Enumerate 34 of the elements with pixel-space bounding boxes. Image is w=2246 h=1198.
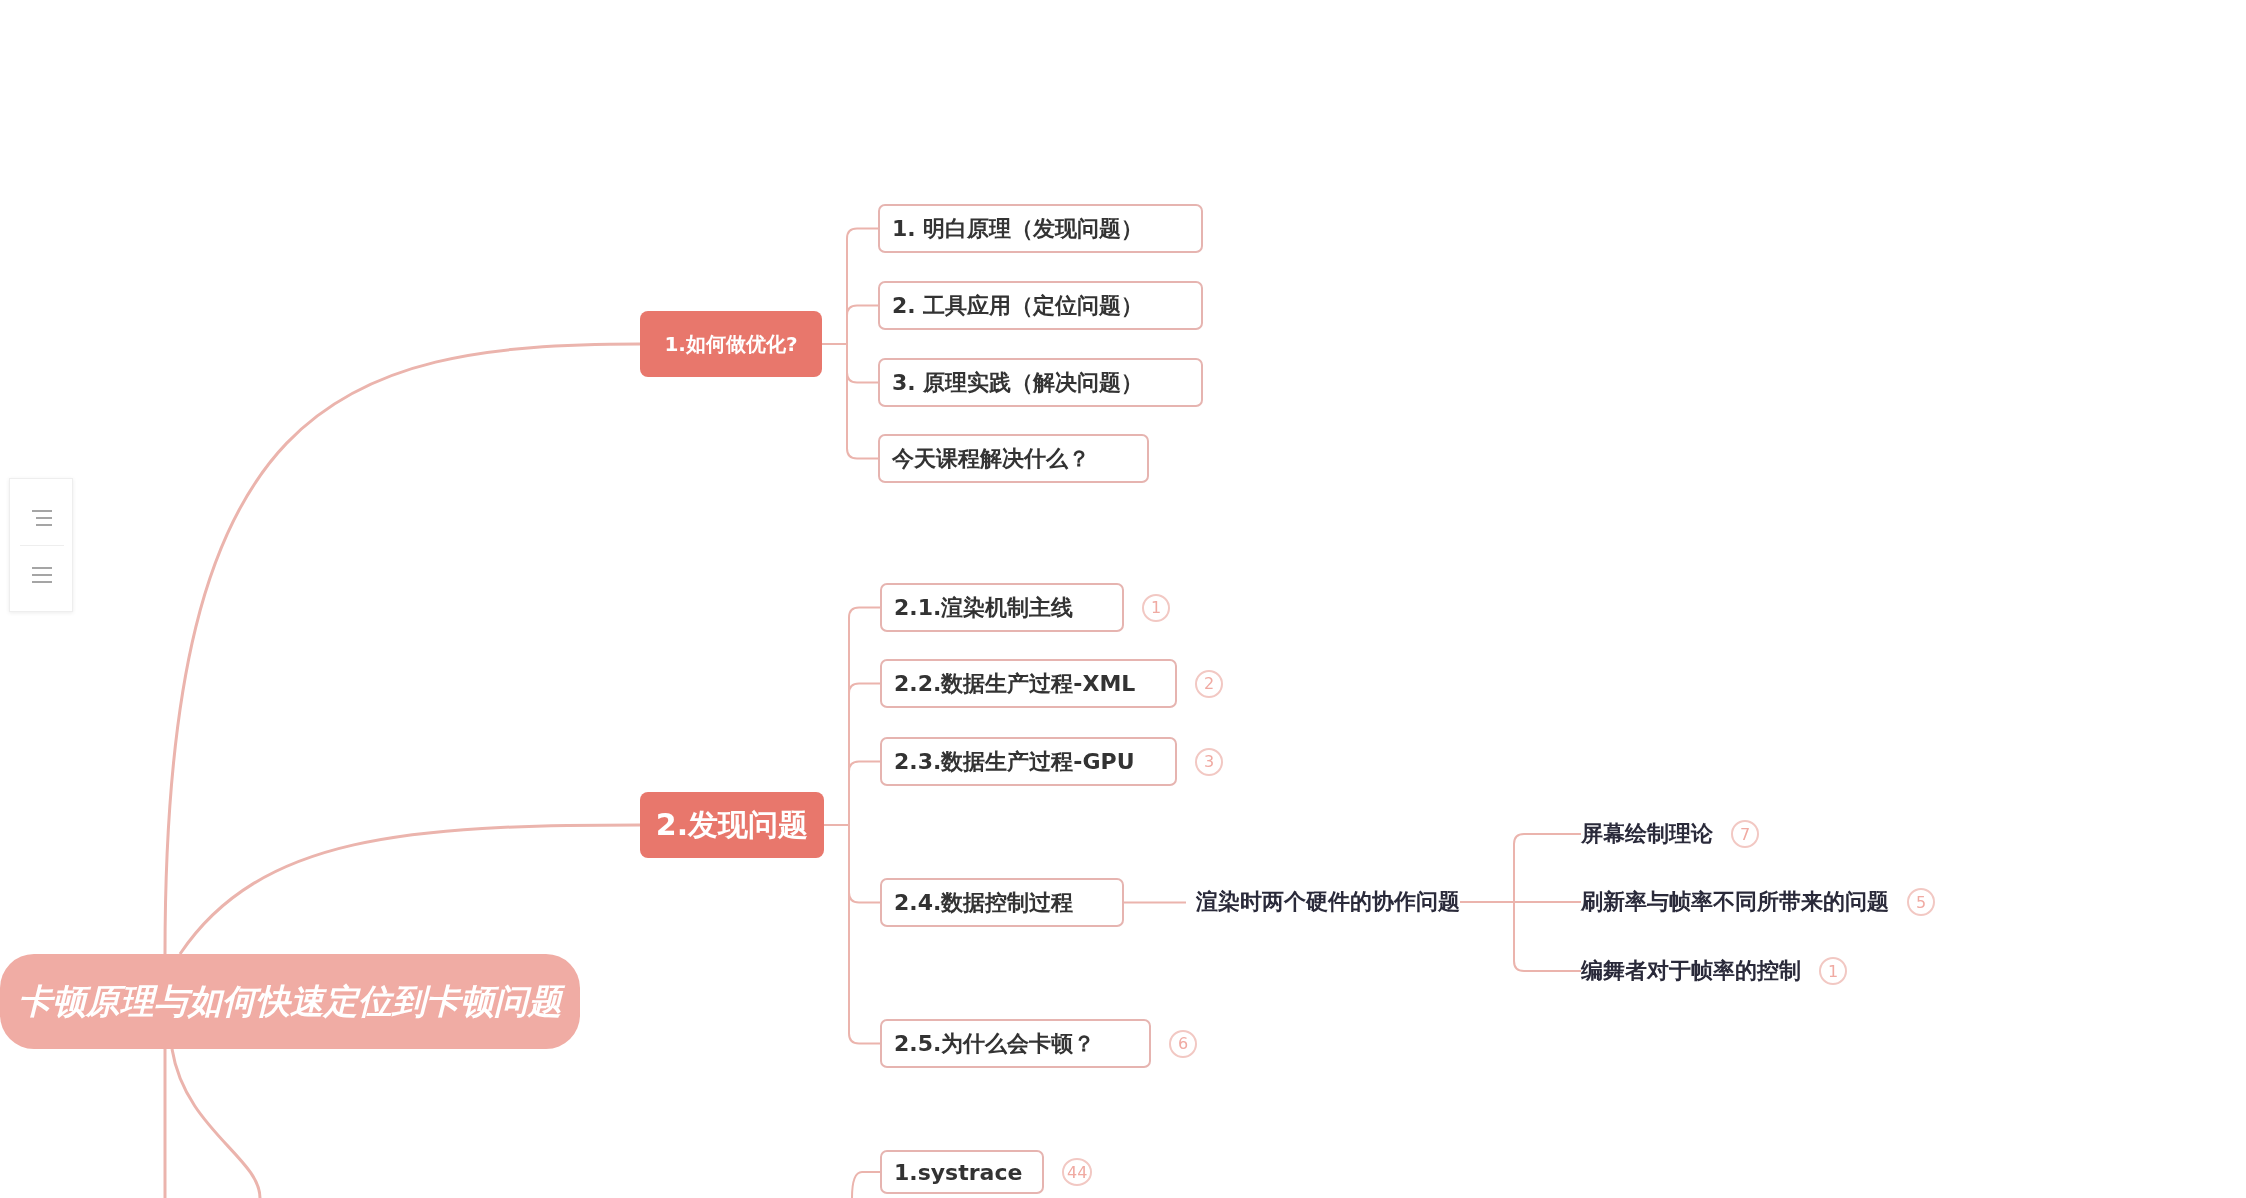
subtopic-box: 2.2.数据生产过程-XML [880, 659, 1177, 708]
connector-line [170, 1048, 262, 1198]
count-badge: 7 [1731, 820, 1759, 848]
count-badge: 2 [1195, 669, 1223, 698]
connector-line [821, 343, 879, 460]
count-badge: 3 [1195, 747, 1223, 776]
subtopic-box: 2. 工具应用（定位问题） [878, 281, 1203, 330]
connector-line [1459, 901, 1582, 972]
count-badge: 1 [1819, 957, 1847, 985]
branch-topic: 2.发现问题 [640, 792, 824, 858]
branch-topic: 1.如何做优化? [640, 311, 822, 377]
subtopic-text: 刷新率与帧率不同所带来的问题 [1581, 886, 1889, 918]
subtopic-box: 1.systrace [880, 1150, 1044, 1194]
subtopic-box: 2.3.数据生产过程-GPU [880, 737, 1177, 786]
count-badge: 5 [1907, 888, 1935, 916]
connector-line [178, 823, 640, 955]
subtopic-box: 1. 明白原理（发现问题） [878, 204, 1203, 253]
count-badge: 1 [1142, 593, 1170, 622]
subtopic-box: 2.4.数据控制过程 [880, 878, 1124, 927]
count-badge: 6 [1169, 1029, 1197, 1058]
subtopic-text: 屏幕绘制理论 [1581, 818, 1713, 850]
connector-line [163, 1049, 167, 1198]
subtopic-text: 编舞者对于帧率的控制 [1581, 955, 1801, 987]
subtopic-box: 2.5.为什么会卡顿？ [880, 1019, 1151, 1068]
connector-line [1123, 901, 1187, 904]
connector-line [163, 342, 641, 955]
subtopic-box: 3. 原理实践（解决问题） [878, 358, 1203, 407]
count-badge: 44 [1062, 1158, 1093, 1186]
root-topic: 卡顿原理与如何快速定位到卡顿问题 [0, 954, 580, 1049]
connector-line [851, 1171, 881, 1198]
connector-line [823, 824, 881, 1045]
subtopic-text: 渲染时两个硬件的协作问题 [1196, 886, 1460, 918]
subtopic-box: 2.1.渲染机制主线 [880, 583, 1124, 632]
subtopic-box: 今天课程解决什么？ [878, 434, 1149, 483]
